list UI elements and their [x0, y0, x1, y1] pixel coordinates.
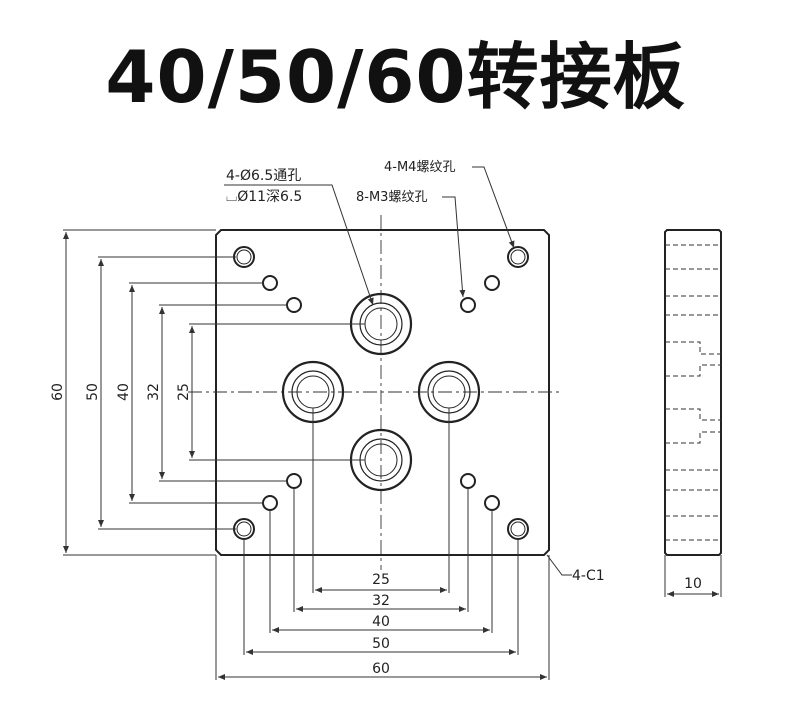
m4-holes-callout: 4-M4螺纹孔 [384, 160, 455, 175]
chamfer-callout: 4-C1 [572, 568, 605, 584]
side-view-thickness-label: 10 [684, 576, 702, 592]
horizontal-dimension-label: 32 [372, 593, 390, 609]
horizontal-dimension-label: 60 [372, 661, 390, 677]
vertical-dimension-label: 60 [50, 383, 66, 401]
horizontal-dimension-32 [293, 488, 469, 612]
vertical-dimension-60 [63, 229, 216, 556]
m3-hole [484, 495, 500, 511]
m3-hole [262, 275, 278, 291]
horizontal-dimension-60 [215, 555, 550, 680]
vertical-dimension-32 [159, 304, 288, 482]
m4-hole [507, 246, 529, 268]
m4-holes-leader [472, 166, 515, 249]
m3-holes-leader [442, 196, 466, 298]
counterbore-callout: ⌴Ø11深6.5 [226, 189, 302, 205]
horizontal-dimension-label: 25 [372, 572, 390, 588]
horizontal-dimension-25 [312, 408, 450, 593]
vertical-dimension-40 [129, 282, 264, 504]
m3-hole [460, 297, 476, 313]
m4-hole [233, 518, 255, 540]
vertical-dimension-label: 50 [85, 383, 101, 401]
page-title: 40/50/60转接板 [105, 35, 686, 119]
side-view-thickness-dimension [664, 555, 722, 597]
through-hole-leader [322, 184, 374, 306]
vertical-dimension-label: 40 [116, 383, 132, 401]
horizontal-dimension-label: 40 [372, 614, 390, 630]
m3-hole [484, 275, 500, 291]
side-view [664, 229, 722, 556]
vertical-dimension-label: 32 [146, 383, 162, 401]
m3-hole [286, 297, 302, 313]
m3-hole [460, 473, 476, 489]
horizontal-dimension-40 [269, 510, 493, 633]
m3-hole [262, 495, 278, 511]
plate-outline [215, 229, 550, 556]
vertical-dimension-25 [189, 323, 365, 461]
m4-hole [233, 246, 255, 268]
vertical-dimension-50 [98, 256, 236, 530]
horizontal-dimension-50 [243, 539, 519, 655]
vertical-dimension-label: 25 [176, 383, 192, 401]
m3-hole [286, 473, 302, 489]
chamfer-leader [546, 554, 572, 576]
through-hole-callout: 4-Ø6.5通孔 [226, 168, 301, 184]
m4-hole [507, 518, 529, 540]
horizontal-dimension-label: 50 [372, 636, 390, 652]
m3-holes-callout: 8-M3螺纹孔 [356, 190, 427, 205]
